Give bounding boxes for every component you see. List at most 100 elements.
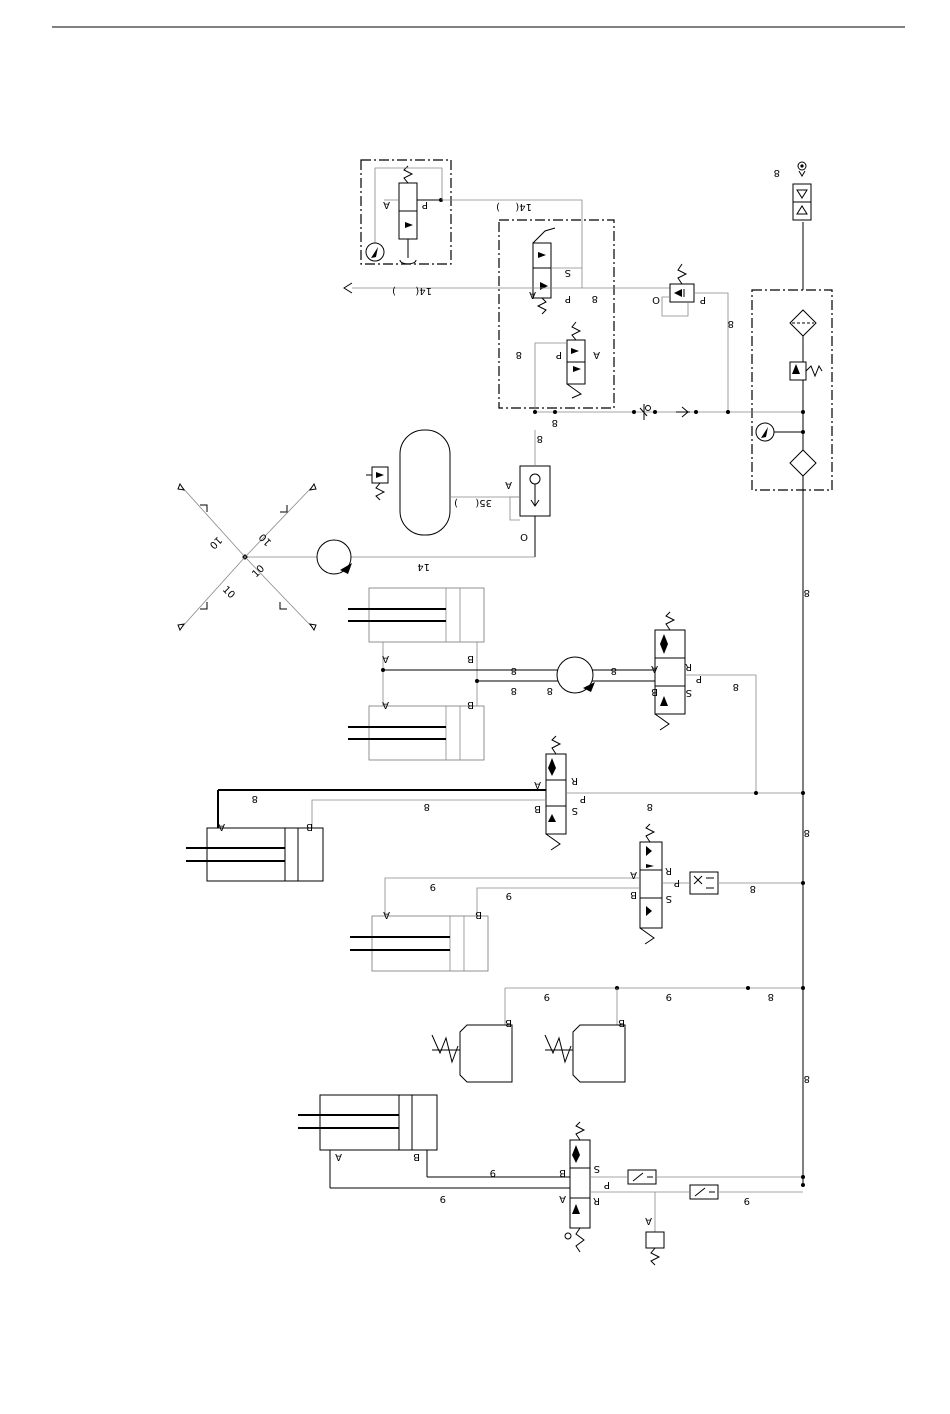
label-size-35: 35( (475, 497, 492, 508)
label-port-p-cyl3-valve: P (580, 793, 586, 804)
label-port-o-relief: O (652, 294, 660, 305)
label-size-8-motor-valve: 8 (733, 681, 739, 692)
diagram-labels: 14( ) P A S A P 8 14( ) O P 8 8 8 P A 8 … (207, 167, 810, 1226)
label-port-a-cyl5: A (335, 1151, 342, 1162)
label-size-8-source: 8 (774, 167, 780, 178)
valve-5-2-cylinder-5 (565, 1122, 590, 1252)
label-port-b-cyl3: B (306, 821, 313, 832)
lubricator-symbol (790, 450, 816, 476)
label-size-8-cyl3-supply: 8 (647, 801, 653, 812)
upper-dashed-frame-mid (499, 220, 614, 408)
label-size-8-cyl3-a: 8 (252, 793, 258, 804)
label-size-10-c: 10 (220, 584, 237, 601)
air-inlet-source (793, 162, 811, 220)
label-size-14-exhaust: 14( (415, 285, 432, 296)
valve-5-2-cylinder-3 (546, 736, 566, 850)
label-size-8-relief: 8 (728, 318, 734, 329)
label-port-b-cyl3-valve: B (534, 803, 541, 814)
label-port-b-cyl4: B (475, 909, 482, 920)
label-size-8-main: 8 (592, 293, 598, 304)
label-size-9-cyl5-a: 9 (440, 1193, 446, 1204)
check-valve-small (676, 407, 690, 417)
label-port-o-shuttle: O (520, 531, 528, 542)
flow-control-cylinder-5-lower (690, 1185, 718, 1199)
cylinder-3-group (186, 736, 805, 881)
label-port-a-pilot-bottom: A (645, 1215, 652, 1226)
label-port-s-cyl3-valve: S (572, 805, 578, 816)
valve-5-2-cylinder-4 (640, 824, 662, 944)
label-port-r-cyl4-valve: R (665, 865, 672, 876)
label-size-8-upper-valve: 8 (516, 349, 522, 360)
service-unit-pressure-gauge (756, 423, 805, 441)
label-port-a-cyl4-valve: A (630, 869, 637, 880)
label-port-b-motor-valve: B (651, 686, 658, 697)
upper-control-group (344, 160, 805, 420)
cylinder-upper (348, 588, 484, 642)
label-port-a-cyl-upper: A (382, 653, 389, 664)
service-unit-dashed-frame (752, 290, 832, 490)
upper-pressure-gauge (366, 243, 384, 261)
label-port-r-cyl3-valve: R (571, 775, 578, 786)
label-size-10-a: 10 (207, 534, 224, 551)
upper-3-2-valve (535, 322, 585, 412)
label-size-10-b: 10 (257, 531, 274, 548)
pressure-regulator (790, 336, 822, 450)
spring-actuator-right (545, 1025, 625, 1082)
pressure-relief-valve (662, 264, 728, 412)
label-size-8-main-vertical-1: 8 (804, 587, 810, 598)
label-port-p-relief: P (700, 294, 706, 305)
label-port-s-motor-valve: S (686, 687, 692, 698)
shuttle-valve (510, 430, 550, 557)
air-motor-top (317, 540, 352, 574)
label-size-14-exhaust-paren: ) (392, 285, 396, 296)
pilot-valve-bottom (646, 1232, 664, 1265)
label-port-a-shuttle: A (505, 479, 512, 490)
label-size-8-cyl3-b: 8 (424, 801, 430, 812)
label-size-35-paren: ) (454, 497, 458, 508)
cylinder-lower (348, 706, 484, 760)
label-port-a-motor-valve: A (651, 663, 658, 674)
label-port-b-cyl4-valve: B (630, 889, 637, 900)
label-size-9-cyl4-b: 9 (506, 890, 512, 901)
label-size-8-main-vertical-3: 8 (804, 1073, 810, 1084)
label-size-14-motor: 14 (417, 561, 430, 572)
label-port-r-cyl5-valve: R (593, 1195, 600, 1206)
label-size-8-cyl-lower: 8 (511, 685, 517, 696)
label-port-s-cyl5-valve: S (594, 1163, 600, 1174)
label-size-8-header: 8 (552, 417, 558, 428)
label-port-b-bellows-right: B (618, 1017, 625, 1028)
label-port-r-motor-valve: R (685, 661, 692, 672)
label-size-9-cyl4-a: 9 (430, 881, 436, 892)
label-port-a-cyl4: A (383, 909, 390, 920)
label-size-9-cyl5-b: 9 (490, 1167, 496, 1178)
label-size-9-bellows-b: 9 (666, 991, 672, 1002)
air-reservoir-tank (400, 430, 450, 535)
label-port-a-cyl5-valve: A (559, 1193, 566, 1204)
label-port-p-pilot: P (422, 199, 428, 210)
label-port-a-upper-valve: A (593, 349, 600, 360)
label-port-a-cyl3: A (218, 821, 225, 832)
label-port-a-cyl3-valve: A (534, 779, 541, 790)
label-size-9-bellows-a: 9 (544, 991, 550, 1002)
label-port-s-cyl4-valve: S (666, 893, 672, 904)
label-size-8-cyl-upper: 8 (511, 665, 517, 676)
cylinder-5-group (298, 1095, 805, 1265)
label-port-p-cyl4-valve: P (674, 877, 680, 888)
reservoir-relief-valve (366, 467, 388, 500)
label-port-p-upper-valve: P (556, 349, 562, 360)
label-port-a-main: A (529, 289, 536, 300)
label-port-b-cyl-upper: B (467, 653, 474, 664)
cylinder-4 (350, 916, 488, 971)
bellows-group (432, 986, 805, 1082)
label-size-8-bellows: 8 (768, 991, 774, 1002)
label-port-p-main: P (565, 293, 571, 304)
valve-5-2-motor (655, 612, 756, 793)
air-motor-middle (557, 657, 595, 693)
label-port-b-cyl-lower: B (467, 699, 474, 710)
label-port-b-cyl5: B (413, 1151, 420, 1162)
label-size-8-motor-in: 8 (547, 685, 553, 696)
label-port-s-main: S (565, 267, 571, 278)
filter-symbol (790, 310, 816, 336)
label-port-p-motor-valve: P (696, 673, 702, 684)
